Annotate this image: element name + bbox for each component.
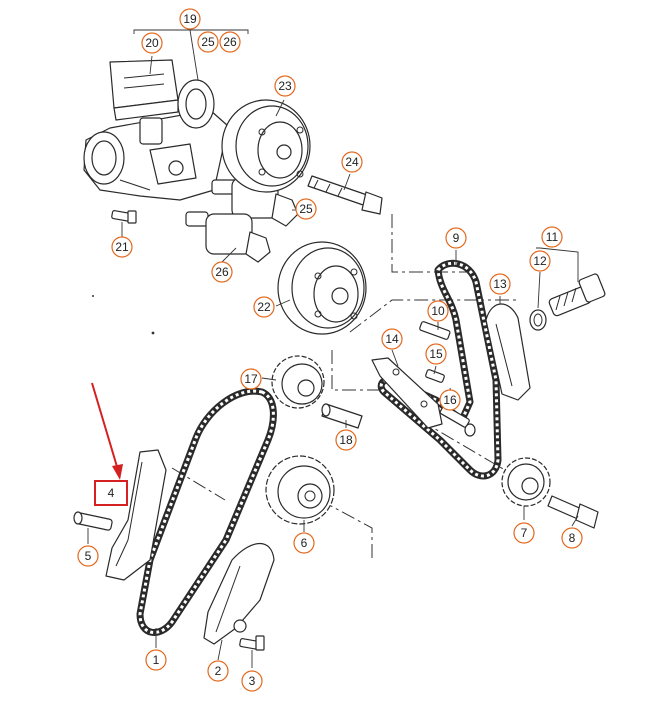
callout-19: 19	[179, 8, 201, 30]
assembly-center-lines	[171, 214, 520, 560]
callout-24: 24	[341, 151, 363, 173]
camshaft-adjuster-23	[221, 99, 311, 193]
bolt-8	[547, 495, 599, 529]
svg-text:6: 6	[301, 536, 308, 550]
callout-23: 23	[274, 75, 296, 97]
svg-text:15: 15	[429, 347, 443, 361]
callout-8: 8	[561, 527, 583, 549]
svg-text:9: 9	[453, 231, 460, 245]
callout-6: 6	[293, 532, 315, 554]
callout-25-top: 25	[197, 31, 219, 53]
svg-text:19: 19	[183, 12, 197, 26]
svg-text:20: 20	[145, 36, 159, 50]
callout-22: 22	[253, 296, 275, 318]
callout-14: 14	[381, 328, 403, 350]
svg-text:21: 21	[115, 240, 129, 254]
stray-dot	[92, 295, 94, 297]
crankshaft-sprocket-6	[265, 455, 335, 525]
shaft-18	[321, 403, 363, 429]
solenoid-valve-lower	[185, 211, 271, 263]
svg-text:18: 18	[339, 433, 353, 447]
svg-text:25: 25	[201, 35, 215, 49]
svg-text:16: 16	[443, 393, 457, 407]
chain-right	[377, 259, 502, 480]
svg-text:3: 3	[249, 674, 256, 688]
callout-4-label: 4	[108, 486, 115, 500]
guide-rail-4	[105, 449, 167, 581]
svg-text:10: 10	[431, 304, 445, 318]
camshaft-bearing-bracket	[83, 59, 229, 201]
bolt-24	[307, 175, 383, 215]
svg-text:1: 1	[153, 653, 160, 667]
callout-26: 26	[211, 261, 233, 283]
camshaft-adjuster-22	[277, 241, 367, 335]
callout-1: 1	[145, 649, 167, 671]
callout-25: 25	[295, 198, 317, 220]
svg-text:25: 25	[299, 202, 313, 216]
svg-text:26: 26	[223, 35, 237, 49]
svg-text:23: 23	[278, 79, 292, 93]
callout-11: 11	[541, 226, 563, 248]
svg-text:26: 26	[215, 265, 229, 279]
callout-26-top: 26	[219, 31, 241, 53]
svg-text:2: 2	[215, 664, 222, 678]
callout-16: 16	[439, 389, 461, 411]
svg-text:11: 11	[546, 230, 559, 244]
sealing-ring-12	[529, 309, 547, 331]
callout-20: 20	[141, 32, 163, 54]
svg-text:13: 13	[493, 277, 507, 291]
svg-text:17: 17	[244, 372, 258, 386]
svg-text:22: 22	[257, 300, 271, 314]
pin-5	[73, 511, 113, 531]
svg-text:24: 24	[345, 155, 359, 169]
bolt-15	[425, 369, 445, 383]
callout-7: 7	[513, 522, 535, 544]
tensioner-rail-2	[203, 543, 275, 645]
chain-left	[136, 387, 277, 636]
pin-10	[419, 321, 451, 340]
callout-21: 21	[111, 236, 133, 258]
callout-10: 10	[427, 300, 449, 322]
svg-text:5: 5	[85, 549, 92, 563]
callout-12: 12	[529, 250, 551, 272]
svg-text:14: 14	[385, 332, 399, 346]
callout-9: 9	[445, 227, 467, 249]
bolt-16	[439, 405, 476, 437]
sprocket-7	[501, 457, 551, 507]
sprocket-17	[271, 355, 325, 409]
chain-tensioner-11	[548, 273, 606, 317]
callout-3: 3	[241, 670, 263, 692]
stray-dot	[151, 331, 155, 335]
tensioner-rail-13	[485, 303, 531, 401]
callout-13: 13	[489, 273, 511, 295]
bolt-3	[239, 635, 265, 651]
callout-4-highlight: 4	[94, 480, 128, 506]
guide-rail-14	[371, 357, 443, 429]
callout-17: 17	[240, 368, 262, 390]
callout-18: 18	[335, 429, 357, 451]
svg-text:8: 8	[569, 531, 576, 545]
callout-2: 2	[207, 660, 229, 682]
highlight-box	[94, 480, 128, 506]
highlight-arrow	[91, 382, 123, 480]
callout-15: 15	[425, 343, 447, 365]
bolt-21	[111, 210, 137, 224]
svg-text:12: 12	[533, 254, 547, 268]
svg-text:7: 7	[521, 526, 528, 540]
callout-5: 5	[77, 545, 99, 567]
